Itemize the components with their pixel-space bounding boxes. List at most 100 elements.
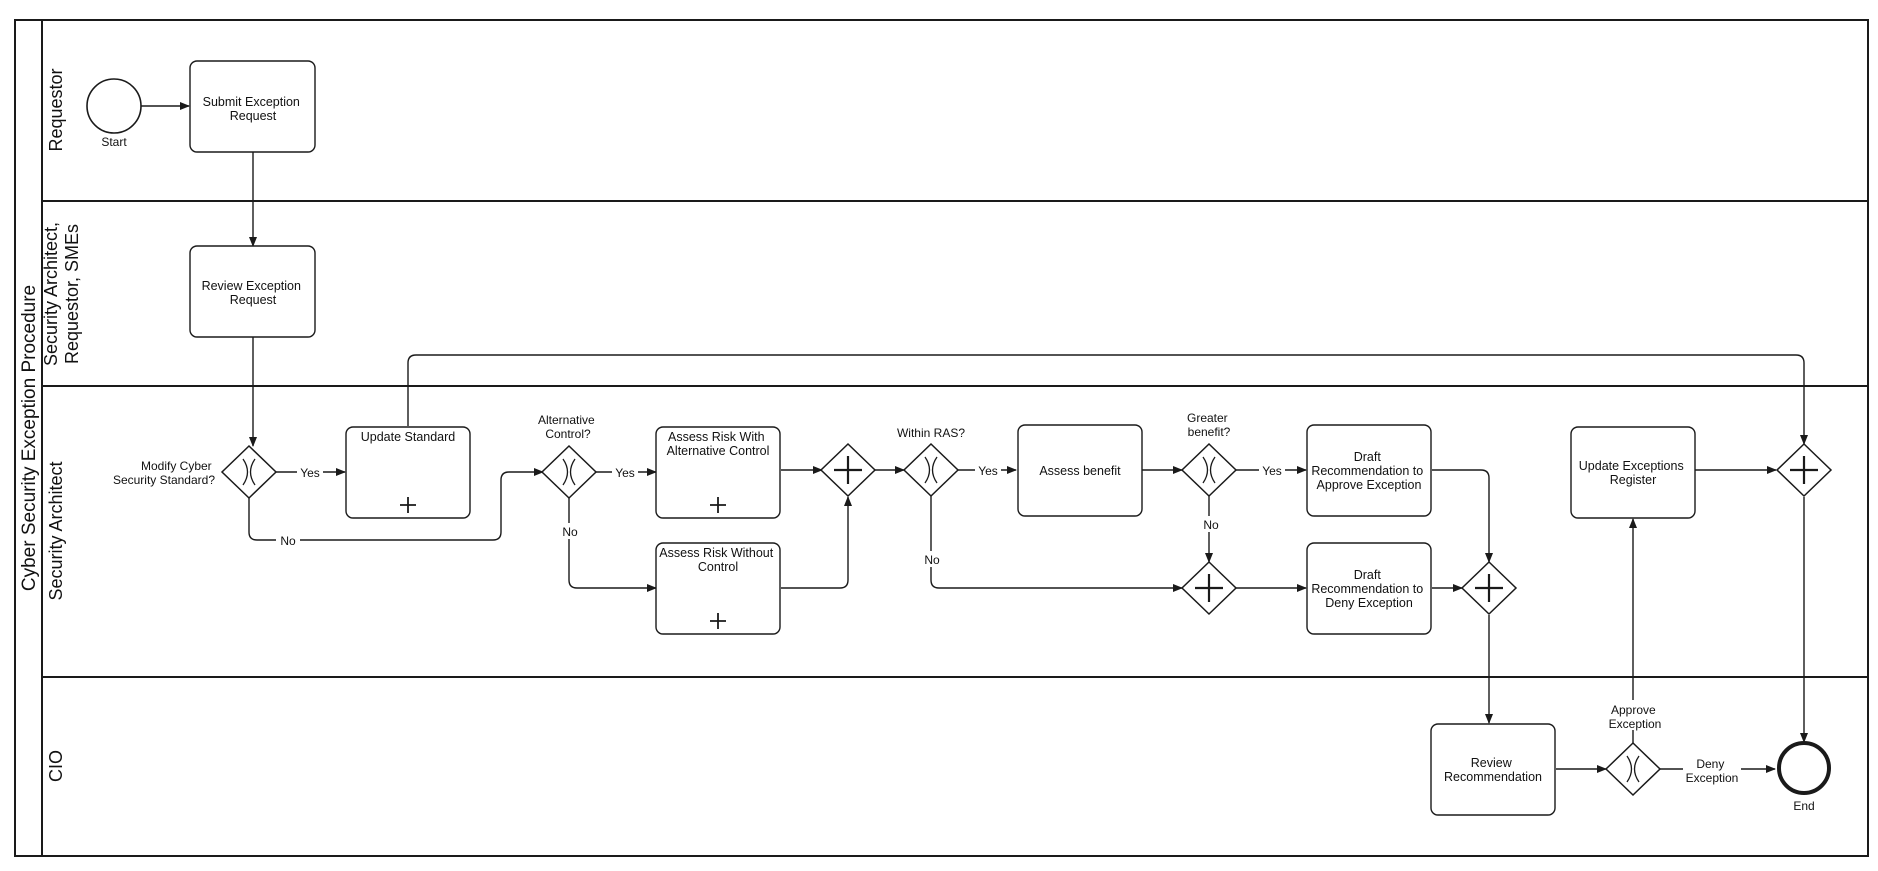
pool: [14, 19, 1869, 857]
task-box: [345, 426, 471, 519]
start-event-circle: [86, 78, 142, 134]
task-box: [655, 426, 781, 519]
task-box: [1017, 424, 1143, 517]
lane-label-line: Requestor: [46, 68, 66, 151]
flow-label-alt-no: No: [562, 525, 578, 539]
task-label: Update Standard: [361, 430, 456, 444]
task-review-exception-request[interactable]: Review Exception Request: [189, 245, 316, 338]
start-event[interactable]: Start: [86, 78, 142, 149]
gateway-label: Modify Cyber Security Standard?: [113, 459, 215, 487]
task-label: Draft Recommendation to Approve Exceptio…: [1311, 450, 1426, 492]
task-assess-risk-with-alternative-control[interactable]: Assess Risk With Alternative Control: [655, 426, 781, 519]
exclusive-marker-icon: [562, 458, 576, 486]
task-label: Submit Exception Request: [203, 95, 304, 123]
task-box: [189, 60, 316, 153]
flow-assess-without-to-join: [781, 496, 852, 589]
flow-label-benefit-no: No: [1203, 518, 1219, 532]
flow-alt-no: [568, 498, 657, 592]
flow-label-benefit-yes: Yes: [1262, 464, 1282, 478]
subprocess-marker-icon: [710, 497, 726, 513]
parallel-marker-icon: [1195, 574, 1223, 602]
task-draft-recommendation-deny[interactable]: Draft Recommendation to Deny Exception: [1306, 542, 1432, 635]
task-label: Assess benefit: [1039, 464, 1121, 478]
flow-ras-no: [930, 496, 1183, 592]
lane-label-line: Security Architect,: [41, 222, 61, 366]
label-background: [297, 464, 323, 480]
task-label: Draft Recommendation to Deny Exception: [1311, 568, 1426, 610]
lane-label-line: CIO: [46, 750, 66, 782]
label-background: [1606, 700, 1662, 730]
lane-label-requestor: Requestor: [46, 68, 66, 151]
task-box: [1306, 424, 1432, 517]
label-background: [1683, 756, 1741, 786]
parallel-marker-icon: [1790, 456, 1818, 484]
gateway-diamond: [902, 442, 960, 498]
gateway-diamond: [1604, 741, 1662, 797]
flow-labels: Yes No Yes No Yes No Yes No Approve Exce…: [276, 462, 1741, 786]
label-background: [612, 464, 638, 480]
task-label: Assess Risk Without Control: [659, 546, 776, 574]
end-event[interactable]: End: [1777, 741, 1831, 813]
task-box: [189, 245, 316, 338]
lane-label-cio: CIO: [46, 750, 66, 782]
task-box: [1570, 426, 1696, 519]
task-label: Assess Risk With Alternative Control: [667, 430, 770, 458]
exclusive-marker-icon: [1626, 755, 1640, 783]
label-background: [1199, 516, 1223, 532]
task-label: Review Recommendation: [1444, 756, 1542, 784]
label-background: [975, 462, 1001, 478]
lane-label-architect-smes: Security Architect, Requestor, SMEs: [41, 222, 82, 366]
gateway-alternative-control[interactable]: Alternative Control?: [538, 413, 598, 500]
flow-label-ras-no: No: [924, 553, 940, 567]
sequence-flows: [141, 102, 1808, 773]
task-review-recommendation[interactable]: Review Recommendation: [1430, 723, 1556, 816]
gateway-parallel-join-assess[interactable]: [819, 442, 877, 498]
gateway-approval-decision[interactable]: [1604, 741, 1662, 797]
task-box: [1430, 723, 1556, 816]
flow-label-approve-exception: Approve Exception: [1609, 703, 1662, 731]
task-submit-exception-request[interactable]: Submit Exception Request: [189, 60, 316, 153]
gateway-label: Alternative Control?: [538, 413, 598, 441]
label-background: [921, 551, 945, 567]
exclusive-marker-icon: [1202, 456, 1216, 484]
gateway-within-ras[interactable]: Within RAS?: [897, 426, 965, 498]
start-event-label: Start: [101, 135, 127, 149]
task-box: [655, 542, 781, 635]
pool-border: [14, 19, 1869, 857]
gateway-label: Greater benefit?: [1187, 411, 1231, 439]
task-box: [1306, 542, 1432, 635]
lane-label-line: Security Architect: [46, 461, 66, 600]
flow-label-alt-yes: Yes: [615, 466, 635, 480]
flow-label-modify-yes: Yes: [300, 466, 320, 480]
lane-label-line: Requestor, SMEs: [62, 224, 82, 364]
task-assess-benefit[interactable]: Assess benefit: [1017, 424, 1143, 517]
flow-label-ras-yes: Yes: [978, 464, 998, 478]
flow-draft-approve-to-join: [1432, 469, 1493, 563]
gateway-label: Within RAS?: [897, 426, 965, 440]
task-draft-recommendation-approve[interactable]: Draft Recommendation to Approve Exceptio…: [1306, 424, 1432, 517]
gateway-diamond: [1180, 442, 1238, 498]
pool-title: Cyber Security Exception Procedure: [19, 285, 40, 591]
task-label: Update Exceptions Register: [1579, 459, 1687, 487]
gateway-parallel-join-draft[interactable]: [1460, 560, 1518, 616]
label-background: [559, 523, 583, 539]
label-background: [1259, 462, 1285, 478]
flow-modify-no: [248, 468, 544, 541]
subprocess-marker-icon: [710, 613, 726, 629]
gateway-greater-benefit[interactable]: Greater benefit?: [1180, 411, 1238, 498]
gateway-modify-standard[interactable]: Modify Cyber Security Standard?: [113, 444, 278, 500]
gateway-parallel-final-join[interactable]: [1775, 442, 1833, 498]
flow-label-modify-no: No: [280, 534, 296, 548]
task-update-exceptions-register[interactable]: Update Exceptions Register: [1570, 426, 1696, 519]
parallel-marker-icon: [1475, 574, 1503, 602]
gateway-diamond: [220, 444, 278, 500]
gateway-parallel-deny[interactable]: [1180, 560, 1238, 616]
task-assess-risk-without-control[interactable]: Assess Risk Without Control: [655, 542, 781, 635]
exclusive-marker-icon: [924, 456, 938, 484]
exclusive-marker-icon: [242, 458, 256, 486]
gateway-diamond: [540, 444, 598, 500]
task-update-standard[interactable]: Update Standard: [345, 426, 471, 519]
end-event-label: End: [1793, 799, 1814, 813]
